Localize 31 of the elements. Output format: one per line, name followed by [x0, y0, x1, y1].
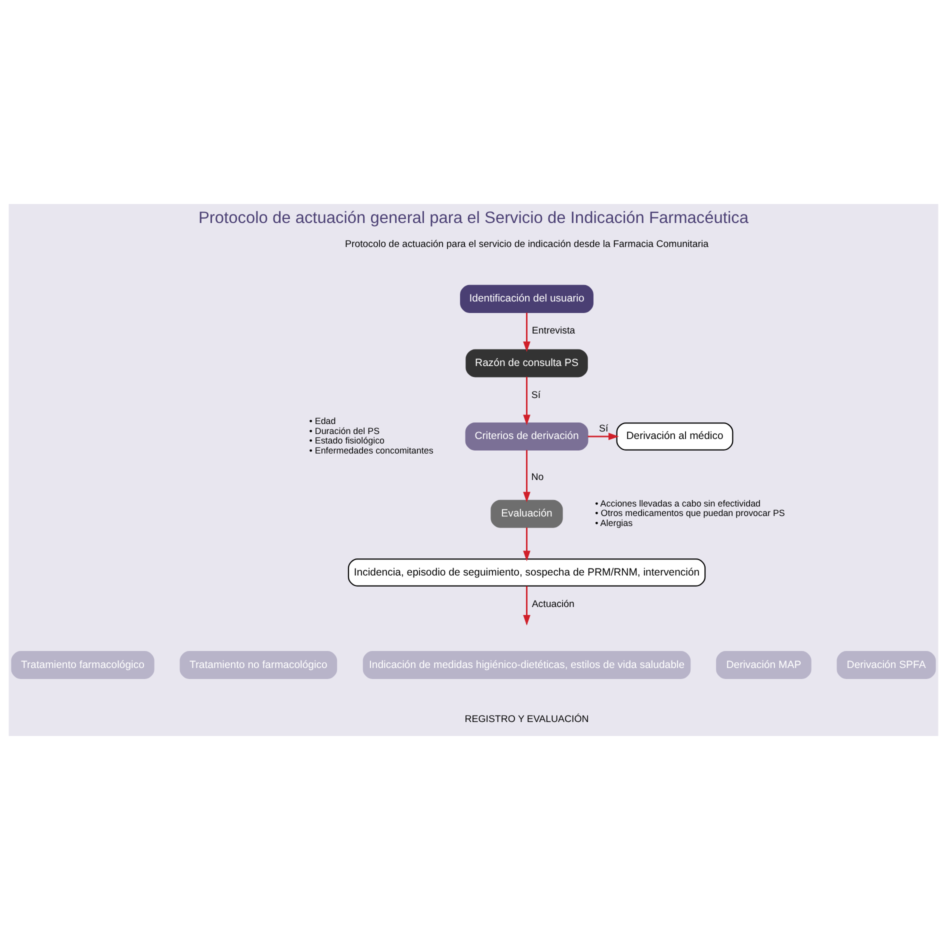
- edge-label: Sí: [599, 424, 608, 435]
- node-label: • Otros medicamentos que puedan provocar PS: [595, 508, 785, 518]
- arrow: [523, 450, 530, 502]
- node-label: • Alergias: [595, 518, 633, 528]
- node-box: Derivación SPFA: [836, 650, 936, 679]
- node-box: Tratamiento no farmacológico: [180, 650, 338, 679]
- label: Protocolo de actuación para el servicio de indicación desde la Farmacia Comunitaria: [344, 238, 709, 250]
- node-box: Identificación del usuario: [460, 284, 594, 313]
- edge-label: Actuación: [532, 599, 574, 610]
- edge-label: No: [531, 472, 544, 484]
- node-label: • Estado fisiológico: [309, 436, 385, 446]
- arrow: [588, 432, 619, 440]
- arrow: [523, 376, 530, 426]
- node-box: Derivación al médico: [616, 422, 734, 450]
- node-box: Tratamiento farmacológico: [11, 650, 154, 679]
- node-label: • Edad: [309, 416, 336, 426]
- node-box: Indicación de medidas higiénico-dietéticas, estilos de vida saludable: [362, 650, 691, 679]
- edge-label: Sí: [531, 390, 541, 401]
- node-box: Derivación MAP: [716, 650, 812, 679]
- node-box: Razón de consulta PS: [466, 349, 588, 378]
- arrow: [523, 312, 530, 352]
- node-label: • Acciones llevadas a cabo sin efectividad: [595, 498, 761, 508]
- arrow: [523, 528, 530, 562]
- node-box: Incidencia, episodio de seguimiento, sospecha de PRM/RNM, intervención: [348, 558, 706, 587]
- node-box: Evaluación: [490, 500, 563, 528]
- edge-label: Entrevista: [532, 326, 576, 337]
- node-box: Criterios de derivación: [465, 422, 588, 450]
- diagram-title: Protocolo de actuación general para el Servicio de Indicación Farmacéutica: [198, 209, 749, 228]
- label: REGISTRO Y EVALUACIÓN: [464, 714, 589, 726]
- node-label: • Duración del PS: [309, 426, 380, 436]
- node-label: • Enfermedades concomitantes: [309, 445, 434, 456]
